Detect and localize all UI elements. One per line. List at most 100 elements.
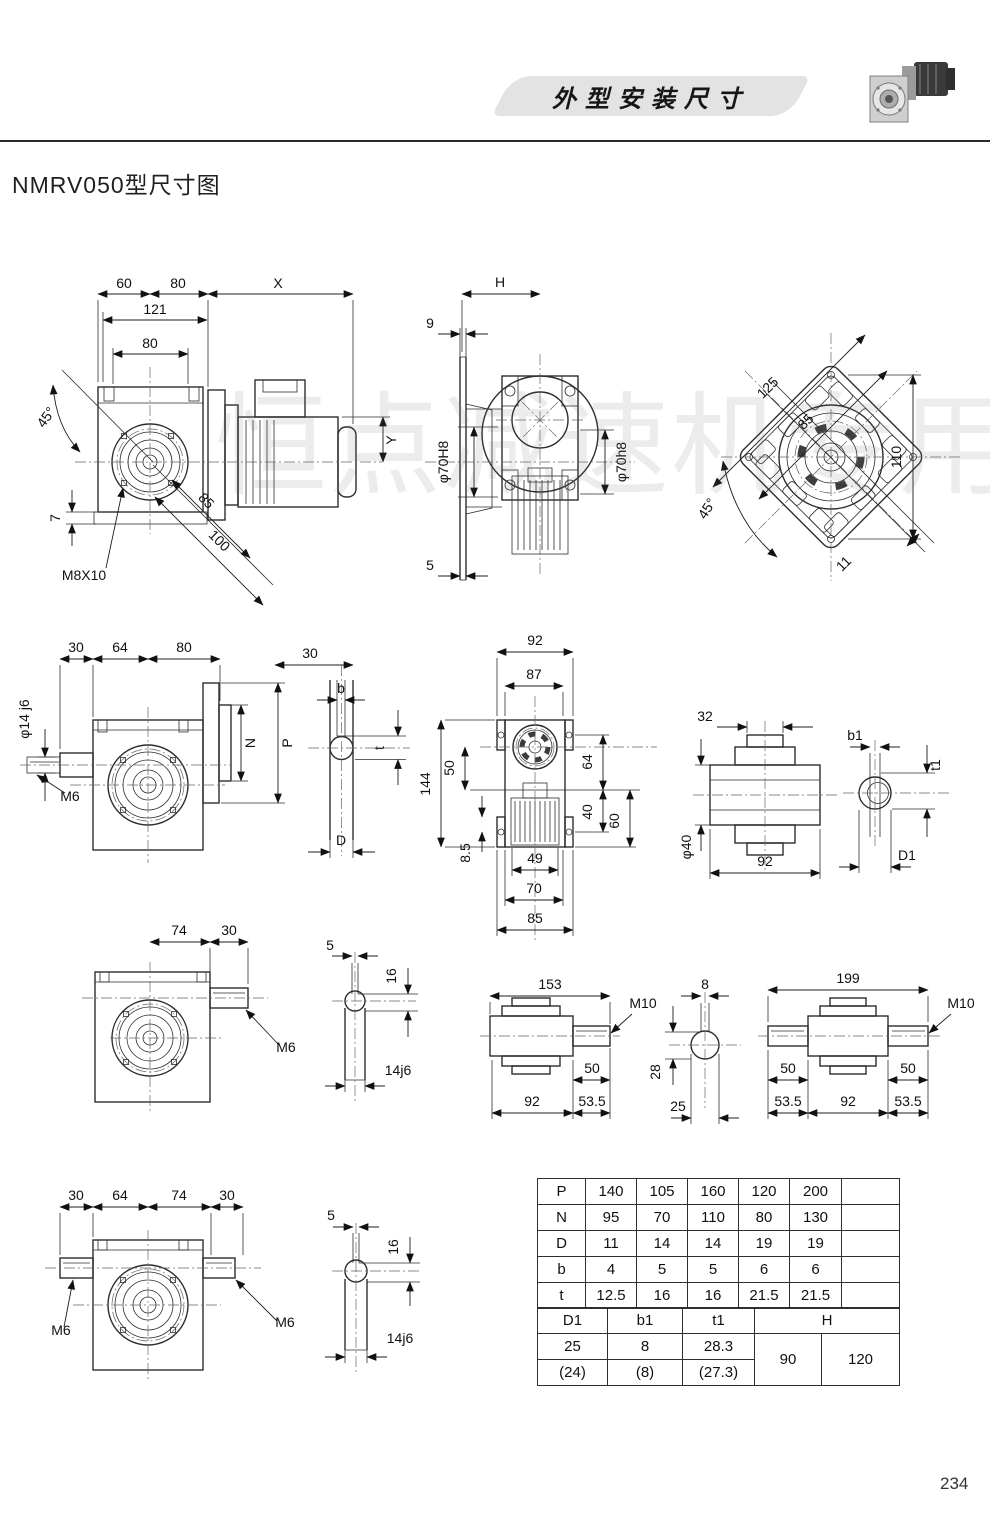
cell: 25 — [537, 1333, 608, 1361]
dim-label: 28 — [647, 1064, 663, 1080]
dimensions: 125 85 110 45° 11 — [694, 334, 921, 574]
cell: 105 — [636, 1178, 688, 1205]
drawing-flange-view: 125 85 110 45° 11 — [694, 333, 963, 581]
dim-label: 85 — [195, 489, 217, 511]
dim-label: D1 — [898, 847, 916, 863]
dim-label: D — [336, 832, 346, 848]
dim-label: 74 — [171, 922, 187, 938]
dim-label: 92 — [840, 1093, 856, 1109]
dim-label: 153 — [538, 976, 562, 992]
dim-label: 64 — [112, 1187, 128, 1203]
row-label: H — [754, 1307, 900, 1335]
row-label: N — [537, 1204, 586, 1231]
page-number: 234 — [940, 1474, 969, 1493]
geometry — [843, 740, 951, 847]
dim-label: 5 — [327, 1207, 335, 1223]
cell: 120 — [738, 1178, 790, 1205]
cell: 16 — [687, 1282, 739, 1309]
dim-label: 14j6 — [385, 1062, 412, 1078]
table-row: 25 8 28.3 90 120 — [537, 1333, 900, 1387]
cell: 5 — [687, 1256, 739, 1283]
dim-label: 16 — [383, 968, 399, 984]
dim-label: 100 — [206, 527, 234, 555]
drawing-double-shaft-view: 30 64 74 30 M6 M6 — [45, 1187, 295, 1381]
drawing-side-view: H 9 φ70H8 φ70h8 5 — [425, 274, 635, 581]
dimensions: 5 16 14j6 — [325, 937, 412, 1092]
table-row: N 95 70 110 80 130 — [537, 1204, 900, 1231]
cell: 8 — [607, 1333, 683, 1361]
drawing-output-shaft-view: 74 30 M6 — [82, 922, 296, 1114]
dim-label: 49 — [527, 850, 543, 866]
dim-label: 30 — [68, 639, 84, 655]
drawing-output-key-section: 5 16 14j6 — [325, 937, 418, 1104]
cell: 130 — [789, 1204, 842, 1231]
dim-label: 45° — [33, 404, 58, 431]
table-row: D1 b1 t1 H — [537, 1307, 900, 1335]
geometry — [308, 665, 410, 856]
row-label: D — [537, 1230, 586, 1257]
cell: 19 — [789, 1230, 842, 1257]
dimensions: 5 16 14j6 — [325, 1207, 414, 1363]
dimensions: 92 87 144 50 64 40 60 8.5 49 — [417, 632, 636, 936]
banner-title: 外型安装尺寸 — [552, 85, 750, 113]
cell: (27.3) — [682, 1359, 755, 1387]
dim-label: 32 — [697, 708, 713, 724]
geometry — [721, 333, 963, 581]
dim-label: P — [279, 738, 295, 747]
dim-label: 64 — [579, 754, 595, 770]
geometry — [425, 354, 635, 581]
geometry — [480, 997, 620, 1075]
dim-label: 53.5 — [578, 1093, 605, 1109]
cell: 95 — [585, 1204, 637, 1231]
dim-label: 30 — [221, 922, 237, 938]
drawing-worm-key-section: 8 28 25 — [647, 976, 741, 1124]
dim-label: 14j6 — [387, 1330, 414, 1346]
dimensions: 153 M10 50 92 53.5 — [489, 976, 657, 1119]
drawing-hollow-shaft: 32 φ40 92 — [678, 708, 837, 879]
drawing-shaft-input-view: 30 64 80 φ14 j6 M6 N P — [16, 639, 295, 863]
cell: (24) — [537, 1359, 608, 1387]
row-label: t — [537, 1282, 586, 1309]
dim-label: b1 — [847, 727, 863, 743]
drawing-double-key-section: 5 16 14j6 — [325, 1207, 420, 1375]
spec-table-top: P 140 105 160 120 200 N 95 70 110 80 130… — [537, 1178, 900, 1309]
dim-label: X — [273, 275, 283, 291]
dimensions: H 9 φ70H8 φ70h8 5 — [426, 274, 629, 580]
dim-label: 87 — [526, 666, 542, 682]
dimensions: b1 t1 D1 — [839, 727, 943, 873]
thread-label: M6 — [51, 1322, 71, 1338]
dimensions: 30 64 74 30 M6 M6 — [51, 1187, 295, 1338]
geometry — [45, 1230, 261, 1381]
dim-label: 7 — [47, 514, 63, 522]
dim-label: 5 — [326, 937, 334, 953]
dim-label: 85 — [794, 410, 816, 432]
dim-label: 50 — [900, 1060, 916, 1076]
dim-label: b — [337, 680, 345, 696]
drawing-front-view: 60 80 X 121 80 45° 7 M8X10 85 100 Y — [33, 275, 399, 606]
dimensions: 199 M10 50 50 53.5 92 53.5 — [767, 970, 975, 1119]
dim-label: 144 — [417, 772, 433, 796]
dim-label: 80 — [142, 335, 158, 351]
cell: 28.3 — [682, 1333, 755, 1361]
thread-label: M8X10 — [62, 567, 107, 583]
cell-empty — [841, 1204, 900, 1231]
cell: 11 — [585, 1230, 637, 1257]
cell: 80 — [738, 1204, 790, 1231]
cell: 14 — [636, 1230, 688, 1257]
dim-label: 30 — [219, 1187, 235, 1203]
dimensions: 30 64 80 φ14 j6 M6 N P — [16, 639, 295, 804]
geometry — [665, 992, 741, 1108]
row-label: D1 — [537, 1307, 608, 1335]
drawing-key-section-output: 30 b t D — [274, 645, 410, 858]
dim-label: 64 — [112, 639, 128, 655]
dim-label: 45° — [694, 495, 719, 521]
cell: 5 — [636, 1256, 688, 1283]
dim-label: Y — [383, 435, 399, 445]
cell: 6 — [789, 1256, 842, 1283]
cell: 90 — [754, 1333, 822, 1387]
thread-label: M10 — [947, 995, 974, 1011]
dim-label: 9 — [426, 315, 434, 331]
dim-label: 8 — [701, 976, 709, 992]
geometry — [61, 367, 382, 586]
dim-label: 50 — [441, 760, 457, 776]
